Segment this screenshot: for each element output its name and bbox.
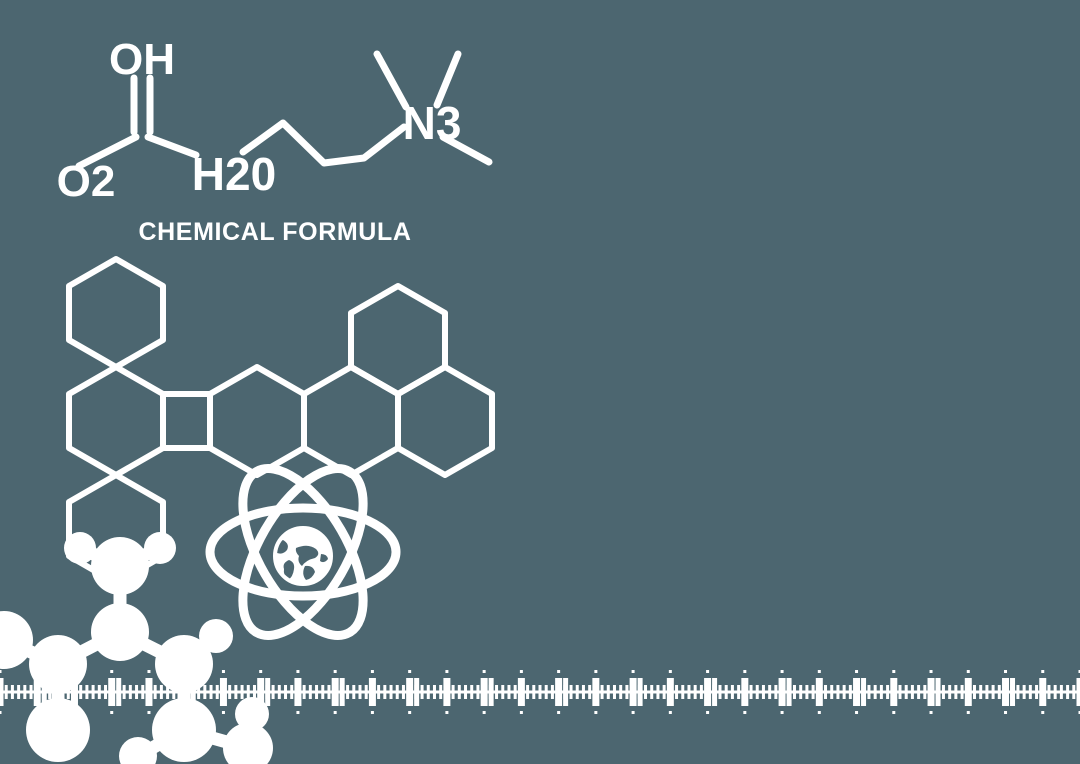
label-water: H20 <box>192 148 276 200</box>
atom-node <box>0 611 33 669</box>
measurement-ruler-strip <box>0 670 1080 714</box>
label-oxygen: O2 <box>57 157 116 206</box>
molecule-atoms <box>0 532 273 764</box>
atom-node <box>64 532 96 564</box>
label-nitrogen: N3 <box>403 97 462 149</box>
ball-and-stick-molecule <box>0 532 273 764</box>
atom-node <box>199 619 233 653</box>
skeletal-formula-group: OH O2 H20 N3 CHEMICAL FORMULA <box>57 35 493 246</box>
carbon-chain-zigzag <box>239 119 408 167</box>
atom-node <box>223 723 273 764</box>
atom-node <box>152 698 216 762</box>
bond-to-oxygen <box>75 133 140 170</box>
ruler-ticks <box>0 670 1080 714</box>
atom-node <box>119 737 157 764</box>
bond-right-branch <box>144 133 200 159</box>
atom-orbital-icon <box>205 464 401 640</box>
atom-node <box>91 537 149 595</box>
atom-orbitals <box>205 464 401 640</box>
atom-node <box>26 698 90 762</box>
hexagon-ring-7 <box>395 364 495 478</box>
atom-node <box>144 532 176 564</box>
formula-caption: CHEMICAL FORMULA <box>138 218 411 246</box>
nucleus-outline <box>273 526 333 586</box>
atom-node <box>91 603 149 661</box>
orbital-3 <box>238 464 368 640</box>
nitrogen-substituent-bonds <box>373 50 493 166</box>
atom-node <box>155 635 213 693</box>
carbonyl-double-bond <box>130 74 154 136</box>
orbital-2 <box>238 464 368 640</box>
orbital-1 <box>205 503 401 601</box>
label-hydroxyl: OH <box>109 35 175 84</box>
